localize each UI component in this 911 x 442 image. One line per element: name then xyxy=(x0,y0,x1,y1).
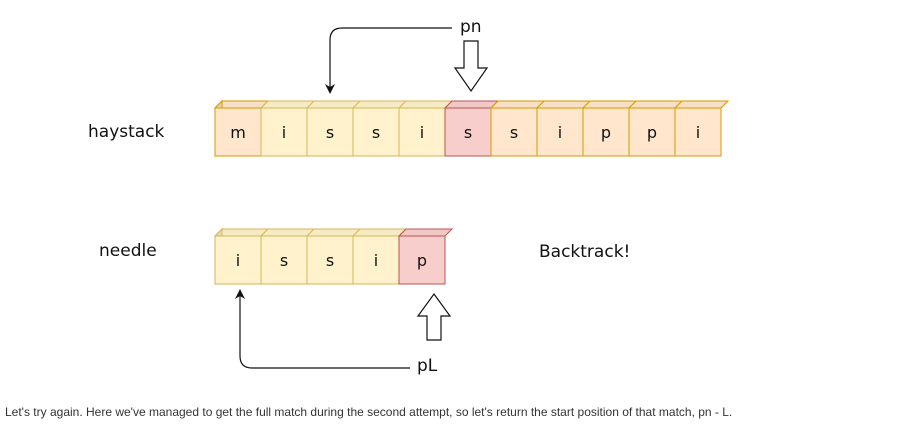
needle-cell: s xyxy=(259,228,316,285)
pn-down-arrow-icon xyxy=(453,40,489,93)
haystack-cell: i xyxy=(673,100,730,157)
haystack-cell-letter: s xyxy=(510,123,518,142)
haystack-cell-letter: i xyxy=(282,123,286,142)
haystack-backtrack-arrow xyxy=(325,27,452,94)
backtrack-label: Backtrack! xyxy=(539,242,630,262)
haystack-cell: i xyxy=(397,100,454,157)
caption-text: Let's try again. Here we've managed to g… xyxy=(5,405,733,419)
haystack-cell-letter: m xyxy=(230,123,246,142)
haystack-cell: s xyxy=(351,100,408,157)
haystack-cell: s xyxy=(305,100,362,157)
pl-up-arrow-icon xyxy=(416,292,452,341)
needle-label: needle xyxy=(99,241,157,261)
pn-label: pn xyxy=(460,17,482,37)
haystack-cell: s xyxy=(443,100,500,157)
needle-cell: s xyxy=(305,228,362,285)
needle-cell: i xyxy=(351,228,408,285)
haystack-cell-letter: s xyxy=(372,123,380,142)
needle-cell-letter: i xyxy=(374,251,378,270)
needle-cell: p xyxy=(397,228,454,285)
haystack-cell-letter: i xyxy=(558,123,562,142)
haystack-cell-letter: i xyxy=(696,123,700,142)
haystack-cell-letter: s xyxy=(326,123,334,142)
haystack-cell-letter: p xyxy=(647,123,657,142)
needle-cell-letter: i xyxy=(236,251,240,270)
haystack-cell: s xyxy=(489,100,546,157)
needle-backtrack-arrow xyxy=(235,289,410,369)
haystack-cell: p xyxy=(581,100,638,157)
haystack-label: haystack xyxy=(88,122,165,142)
needle-cell-letter: s xyxy=(326,251,334,270)
haystack-cell: m xyxy=(213,99,270,158)
haystack-cell-letter: s xyxy=(464,123,472,142)
haystack-cell-letter: i xyxy=(420,123,424,142)
haystack-cell: i xyxy=(535,100,592,157)
needle-cell: i xyxy=(213,227,270,286)
string-match-diagram: haystack needle pn pL Backtrack! m i s s i s s… xyxy=(88,17,730,376)
haystack-cell: i xyxy=(259,100,316,157)
needle-cell-letter: p xyxy=(417,251,427,270)
haystack-cell-letter: p xyxy=(601,123,611,142)
needle-cell-letter: s xyxy=(280,251,288,270)
haystack-cell: p xyxy=(627,100,684,157)
pl-label: pL xyxy=(417,356,438,376)
